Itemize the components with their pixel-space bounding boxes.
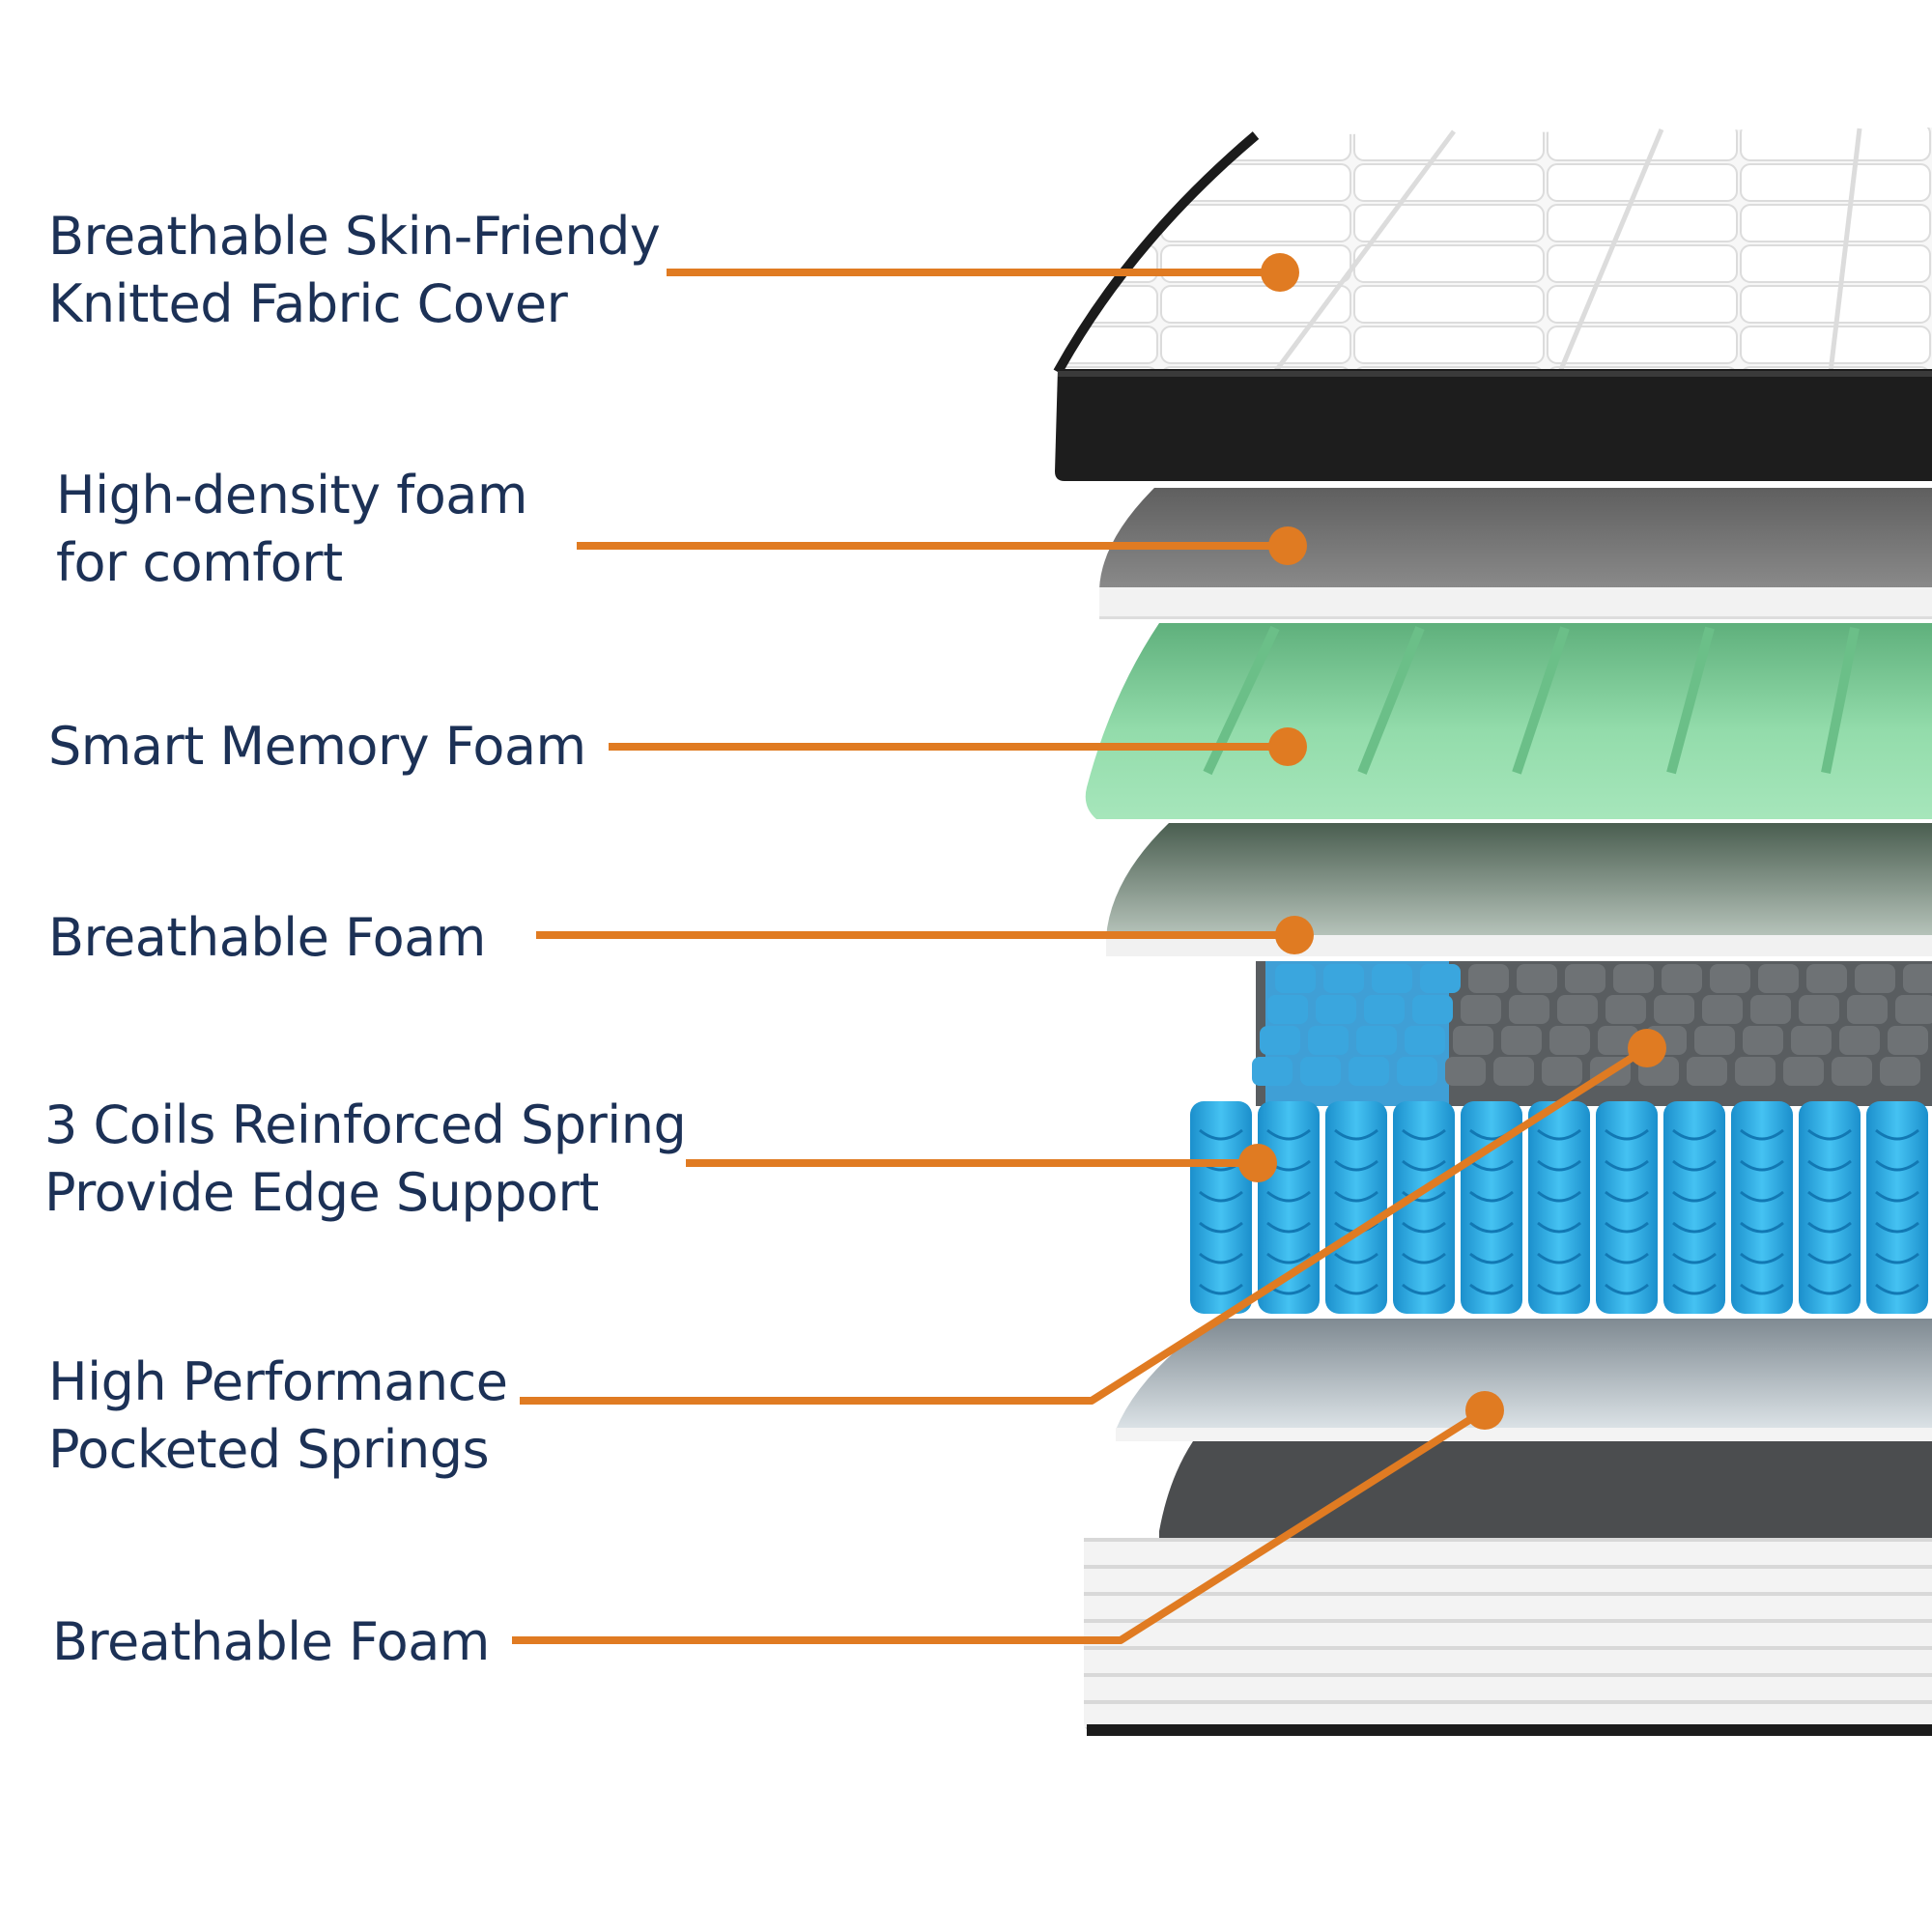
spring-coil <box>1866 1101 1928 1314</box>
spring-coil <box>1190 1101 1252 1314</box>
spring-back <box>1542 1057 1582 1086</box>
leader-breathable-foam-bottom <box>512 1406 1488 1644</box>
spring-back <box>1405 1026 1445 1055</box>
spring-back <box>1557 995 1598 1024</box>
spring-coil <box>1528 1101 1590 1314</box>
spring-back <box>1549 1026 1590 1055</box>
memory-foam-layer <box>1085 623 1932 819</box>
spring-back <box>1356 1026 1397 1055</box>
leader-high-density-foam-dot <box>1268 526 1307 565</box>
spring-back <box>1275 964 1316 993</box>
spring-coil <box>1731 1101 1793 1314</box>
spring-back <box>1758 964 1799 993</box>
leader-lines <box>512 253 1666 1644</box>
label-fabric-cover: Breathable Skin-Friendy Knitted Fabric C… <box>48 206 661 334</box>
leader-pocketed-springs <box>520 1044 1650 1405</box>
spring-coil <box>1596 1101 1658 1314</box>
spring-back <box>1702 995 1743 1024</box>
spring-back <box>1750 995 1791 1024</box>
leader-breathable-foam-bottom-dot <box>1465 1391 1504 1430</box>
spring-back <box>1903 964 1932 993</box>
leader-fabric-cover-dot <box>1261 253 1299 292</box>
spring-back <box>1710 964 1750 993</box>
spring-back <box>1855 964 1895 993</box>
spring-back <box>1323 964 1364 993</box>
spring-back <box>1694 1026 1735 1055</box>
high-density-foam-layer <box>1099 488 1932 619</box>
leader-pocketed-springs-dot <box>1628 1029 1666 1067</box>
spring-back <box>1783 1057 1824 1086</box>
spring-back <box>1799 995 1839 1024</box>
spring-coil <box>1393 1101 1455 1314</box>
spring-back <box>1501 1026 1542 1055</box>
spring-back <box>1662 964 1702 993</box>
spring-back <box>1735 1057 1776 1086</box>
pocketed-springs-layer <box>1190 961 1932 1314</box>
spring-back <box>1252 1057 1293 1086</box>
leader-smart-memory-foam-dot <box>1268 727 1307 766</box>
spring-back <box>1654 995 1694 1024</box>
label-pocketed-springs: High Performance Pocketed Springs <box>48 1351 508 1480</box>
spring-back <box>1791 1026 1832 1055</box>
spring-back <box>1613 964 1654 993</box>
spring-coil <box>1325 1101 1387 1314</box>
spring-back <box>1445 1057 1486 1086</box>
spring-back <box>1565 964 1605 993</box>
spring-back <box>1267 995 1308 1024</box>
spring-back <box>1308 1026 1349 1055</box>
spring-back <box>1847 995 1888 1024</box>
spring-back <box>1517 964 1557 993</box>
spring-back <box>1509 995 1549 1024</box>
label-breathable-foam-top: Breathable Foam <box>48 907 486 968</box>
breathable-foam-bottom-layer <box>1084 1441 1932 1736</box>
spring-back <box>1397 1057 1437 1086</box>
spring-back <box>1316 995 1356 1024</box>
spring-back <box>1888 1026 1928 1055</box>
cover-layer <box>1053 128 1932 481</box>
spring-back <box>1493 1057 1534 1086</box>
spring-back <box>1260 1026 1300 1055</box>
spring-back <box>1806 964 1847 993</box>
spring-back <box>1364 995 1405 1024</box>
spring-coil <box>1663 1101 1725 1314</box>
spring-coil <box>1799 1101 1861 1314</box>
spring-back <box>1461 995 1501 1024</box>
spring-back <box>1300 1057 1341 1086</box>
label-breathable-foam-bottom: Breathable Foam <box>52 1611 490 1672</box>
spring-back <box>1412 995 1453 1024</box>
spring-back <box>1468 964 1509 993</box>
leader-edge-support-dot <box>1238 1144 1277 1182</box>
spring-back <box>1832 1057 1872 1086</box>
spring-back <box>1420 964 1461 993</box>
spring-back <box>1839 1026 1880 1055</box>
spring-back <box>1372 964 1412 993</box>
spring-back <box>1743 1026 1783 1055</box>
label-edge-support-springs: 3 Coils Reinforced Spring Provide Edge S… <box>44 1094 687 1223</box>
base-support-layer <box>1116 1319 1932 1441</box>
spring-back <box>1605 995 1646 1024</box>
leader-breathable-foam-top-dot <box>1275 916 1314 954</box>
spring-coil <box>1258 1101 1320 1314</box>
spring-back <box>1895 995 1932 1024</box>
spring-back <box>1349 1057 1389 1086</box>
label-high-density-foam: High-density foam for comfort <box>56 465 528 593</box>
label-smart-memory-foam: Smart Memory Foam <box>48 716 586 777</box>
spring-back <box>1453 1026 1493 1055</box>
spring-back <box>1880 1057 1920 1086</box>
spring-back <box>1687 1057 1727 1086</box>
